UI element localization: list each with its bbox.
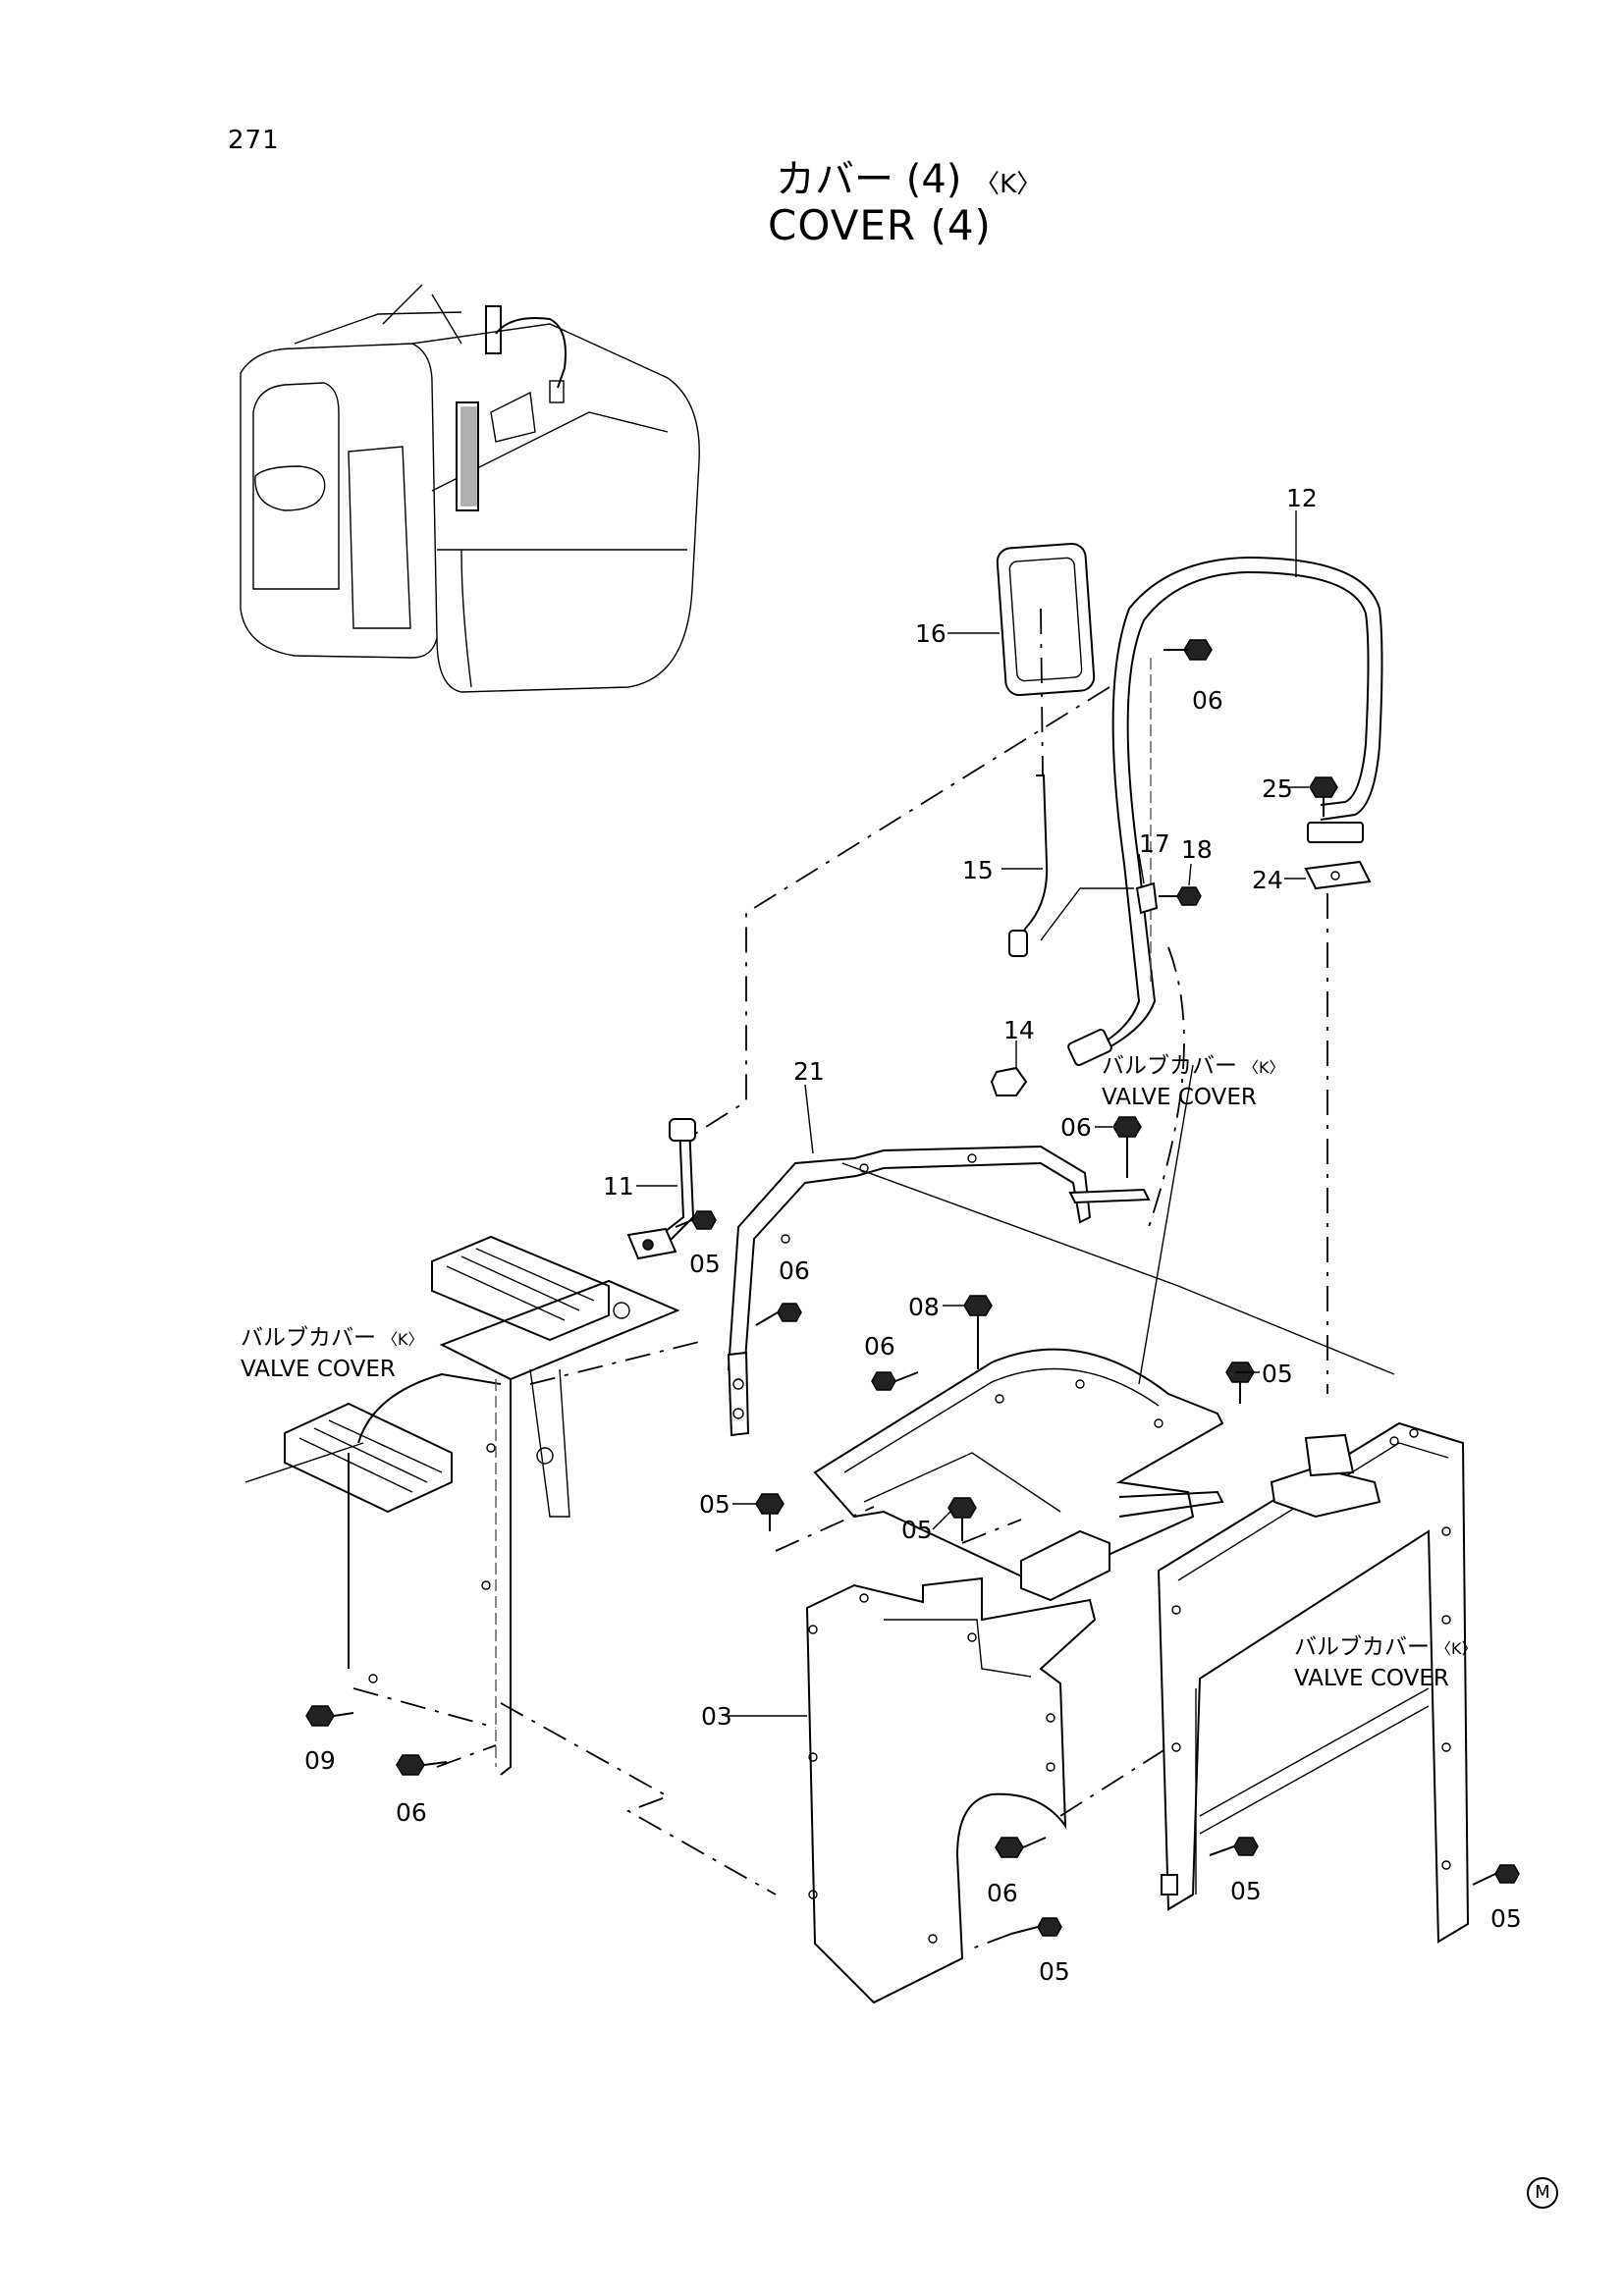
label-part-05-a: 05 [689,1250,721,1278]
label-part-05-e: 05 [1230,1877,1262,1905]
label-part-09: 09 [304,1746,336,1775]
valve-cover-note-left: バルブカバー〈K〉 VALVE COVER [241,1325,424,1382]
part-06-bolt-21 [1112,1116,1142,1178]
title-english: COVER (4) [768,201,992,249]
part-labels: 12 16 06 25 17 18 24 15 14 21 06 11 05 0… [304,484,1522,1986]
note-upper-jp: バルブカバー [1102,1053,1237,1079]
label-part-05-b: 05 [1262,1360,1293,1388]
label-part-14: 14 [1003,1016,1035,1044]
label-part-06-c: 06 [779,1256,810,1285]
note-right-k: 〈K〉 [1435,1639,1478,1658]
label-part-05-f: 05 [1490,1904,1522,1933]
label-part-24: 24 [1252,866,1283,894]
part-14-nut [990,1066,1028,1096]
note-right-en: VALVE COVER [1294,1666,1449,1691]
callout-leaders [244,510,1309,1717]
title-japanese-suffix: 〈K〉 [974,170,1043,199]
part-25-bolt [1309,776,1338,817]
svg-text:バルブカバー〈K〉: バルブカバー〈K〉 [1294,1634,1478,1660]
right-valve-cover-frame [1157,1421,1470,1944]
valve-cover-note-right: バルブカバー〈K〉 VALVE COVER [1294,1634,1478,1691]
part-09-bolt [305,1705,354,1727]
title-japanese-text: カバー (4) [776,157,962,202]
label-part-05-g: 05 [1039,1957,1070,1986]
label-part-06-a: 06 [1192,686,1223,715]
part-06-bolt-middle [871,1371,919,1391]
part-11-stay [626,1118,696,1260]
label-part-25: 25 [1262,774,1293,803]
label-part-06-b: 06 [1060,1113,1092,1142]
machine-location-inset [240,284,700,693]
part-18-bolt [1159,886,1202,906]
part-16-mirror [996,542,1096,957]
part-12-handrail [1067,556,1383,1067]
note-left-jp: バルブカバー [241,1325,376,1351]
part-06-bolt-upper [1163,639,1213,661]
label-part-06-f: 06 [987,1879,1018,1907]
manufacturer-mark: M [1527,2177,1558,2209]
note-right-jp: バルブカバー [1294,1634,1430,1660]
inset-step-highlight [456,401,479,511]
part-06-bolt-left [396,1754,448,1776]
part-03-side-cover [805,1576,1097,2004]
label-part-05-c: 05 [699,1490,730,1519]
note-upper-k: 〈K〉 [1243,1058,1285,1077]
part-06-bolt-left-21 [755,1303,802,1326]
label-part-18: 18 [1181,835,1213,864]
part-05-bolt-frame-right [1472,1864,1520,1886]
label-part-05-d: 05 [901,1516,933,1544]
label-part-16: 16 [915,619,947,648]
note-left-en: VALVE COVER [241,1357,396,1382]
label-part-12: 12 [1286,484,1318,512]
svg-text:バルブカバー〈K〉: バルブカバー〈K〉 [241,1325,424,1351]
part-05-bolt-03-lower [1010,1917,1062,1937]
note-upper-en: VALVE COVER [1102,1085,1257,1110]
label-part-03: 03 [701,1702,732,1731]
label-part-08: 08 [908,1293,940,1321]
part-06-bolt-03 [995,1837,1047,1858]
title-japanese: カバー (4) 〈K〉 [776,147,1042,204]
label-part-15: 15 [962,856,994,884]
part-17-clamp [1135,881,1159,915]
middle-valve-cover [813,1348,1224,1602]
label-part-06-d: 06 [864,1332,895,1361]
page-number: 271 [228,126,280,155]
part-21-bracket [727,1145,1151,1437]
label-part-06-e: 06 [396,1798,427,1827]
part-05-bolt-frame-left [1209,1837,1259,1856]
part-05-bolt-right-plate [1225,1362,1255,1404]
note-left-k: 〈K〉 [382,1330,424,1349]
label-part-17: 17 [1139,829,1170,858]
part-05-bolt-center [947,1497,977,1541]
label-part-21: 21 [793,1057,825,1086]
part-05-bolt-11 [675,1210,717,1230]
valve-cover-note-upper: バルブカバー〈K〉 VALVE COVER [1102,1053,1285,1110]
svg-text:バルブカバー〈K〉: バルブカバー〈K〉 [1102,1053,1285,1079]
label-part-11: 11 [603,1172,634,1201]
part-08-bolt [963,1295,993,1369]
part-05-bolt-left-plate [755,1493,784,1531]
part-24-plate [1304,860,1372,890]
left-step-and-cover [284,1235,708,1776]
